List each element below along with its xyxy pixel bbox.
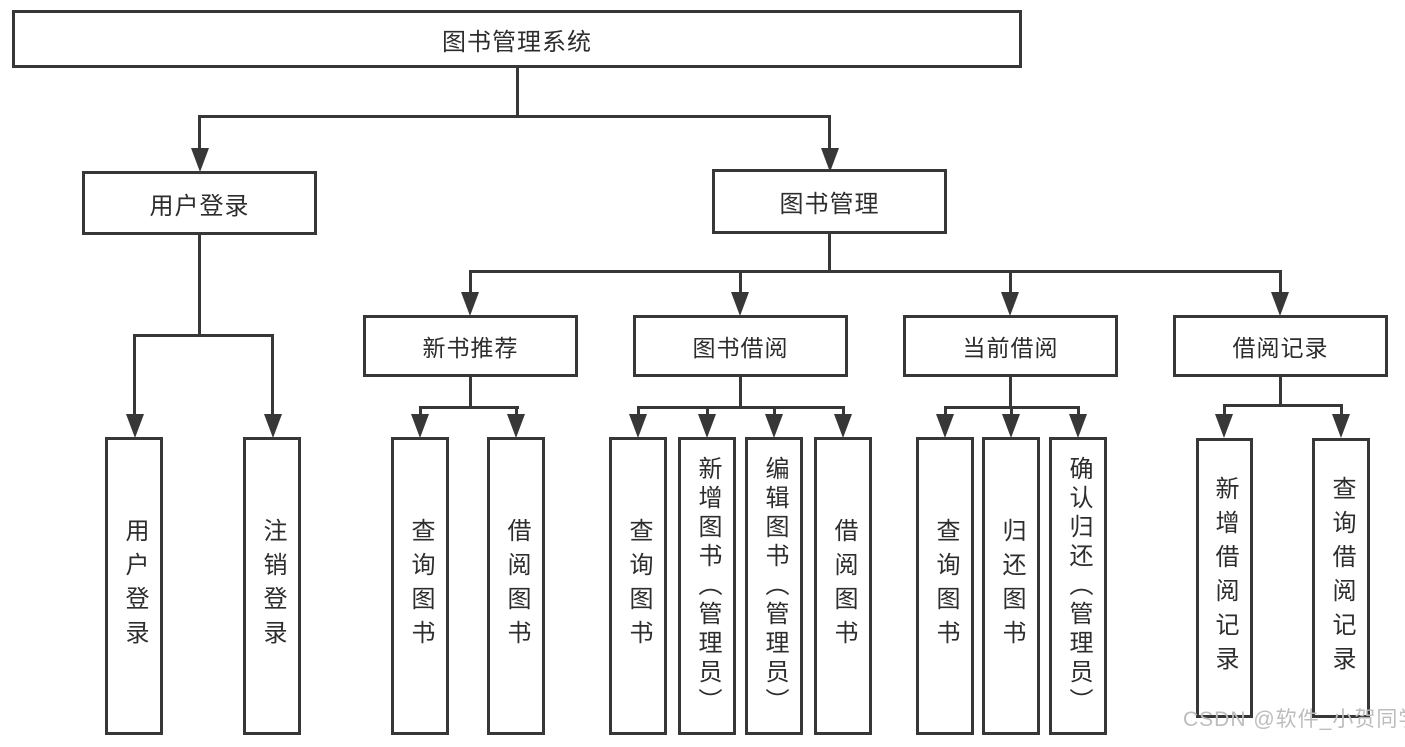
leaf-query-borrow-record: 查询借阅记录 xyxy=(1312,438,1370,718)
edge-to-leaf-e2 xyxy=(1340,404,1343,416)
arrowhead-leaf-d2 xyxy=(1002,414,1020,438)
leaf-return-books: 归还图书 xyxy=(982,437,1040,735)
edge-borrow-records-bus xyxy=(1223,404,1343,407)
edge-to-user-login xyxy=(198,115,201,150)
node-new-book-recommend: 新书推荐 xyxy=(363,315,578,377)
arrowhead-borrow-records xyxy=(1271,292,1289,316)
arrowhead-leaf-b2 xyxy=(507,414,525,438)
leaf-query-books-current: 查询图书 xyxy=(916,437,974,735)
edge-book-borrow-stem xyxy=(739,377,742,409)
arrowhead-leaf-c1 xyxy=(629,414,647,438)
arrowhead-current-borrow xyxy=(1001,292,1019,316)
edge-to-leaf-c1 xyxy=(637,406,640,416)
arrowhead-leaf-d3 xyxy=(1069,414,1087,438)
node-root: 图书管理系统 xyxy=(12,10,1022,68)
arrowhead-leaf-b1 xyxy=(411,414,429,438)
leaf-borrow-books-recommend: 借阅图书 xyxy=(487,437,545,735)
node-current-borrowing: 当前借阅 xyxy=(903,315,1118,377)
leaf-add-books-admin: 新增图书（管理员） xyxy=(678,437,736,735)
edge-to-leaf-e1 xyxy=(1223,404,1226,416)
edge-to-borrow-records xyxy=(1279,270,1282,294)
leaf-edit-books-admin: 编辑图书（管理员） xyxy=(745,437,803,735)
edge-root-bus xyxy=(198,115,831,118)
edge-book-borrow-bus xyxy=(637,406,845,409)
leaf-confirm-return-admin: 确认归还（管理员） xyxy=(1049,437,1107,735)
edge-to-book-management xyxy=(828,115,831,150)
leaf-query-books-borrowing: 查询图书 xyxy=(609,437,667,735)
edge-to-leaf-logout xyxy=(271,334,274,416)
leaf-borrow-books-borrowing: 借阅图书 xyxy=(814,437,872,735)
arrowhead-book-borrow xyxy=(731,292,749,316)
edge-to-leaf-d2 xyxy=(1010,406,1013,416)
edge-new-book-stem xyxy=(469,377,472,409)
arrowhead-leaf-login xyxy=(126,414,144,438)
arrowhead-leaf-c3 xyxy=(765,414,783,438)
arrowhead-leaf-logout xyxy=(264,414,282,438)
edge-to-leaf-b1 xyxy=(419,406,422,416)
arrowhead-leaf-c2 xyxy=(698,414,716,438)
edge-new-book-bus xyxy=(419,406,519,409)
edge-to-leaf-d1 xyxy=(944,406,947,416)
arrowhead-leaf-d1 xyxy=(936,414,954,438)
arrowhead-book-management xyxy=(821,148,839,172)
edge-book-management-bus xyxy=(469,270,1282,273)
edge-user-login-stem xyxy=(198,235,201,336)
edge-current-borrow-stem xyxy=(1009,377,1012,409)
edge-to-leaf-c4 xyxy=(842,406,845,416)
leaf-add-borrow-record: 新增借阅记录 xyxy=(1196,438,1253,718)
edge-to-leaf-d3 xyxy=(1077,406,1080,416)
node-borrowing-records: 借阅记录 xyxy=(1173,315,1388,377)
edge-to-leaf-b2 xyxy=(515,406,518,416)
edge-to-leaf-c3 xyxy=(773,406,776,416)
edge-borrow-records-stem xyxy=(1279,377,1282,407)
edge-user-login-bus xyxy=(133,334,273,337)
arrowhead-new-book xyxy=(461,292,479,316)
edge-to-book-borrow xyxy=(739,270,742,294)
edge-to-new-book xyxy=(469,270,472,294)
node-book-borrowing: 图书借阅 xyxy=(633,315,848,377)
edge-book-management-stem xyxy=(828,234,831,273)
arrowhead-leaf-e1 xyxy=(1215,414,1233,438)
leaf-query-books-recommend: 查询图书 xyxy=(391,437,449,735)
watermark: CSDN @软件_小贺同学 xyxy=(1183,708,1405,731)
arrowhead-leaf-e2 xyxy=(1332,414,1350,438)
edge-to-leaf-c2 xyxy=(706,406,709,416)
edge-root-stem xyxy=(516,68,519,117)
leaf-user-login: 用户登录 xyxy=(105,437,163,735)
arrowhead-user-login xyxy=(191,148,209,172)
edge-to-leaf-login xyxy=(133,334,136,416)
arrowhead-leaf-c4 xyxy=(834,414,852,438)
edge-to-current-borrow xyxy=(1009,270,1012,294)
node-user-login: 用户登录 xyxy=(82,171,317,235)
leaf-logout: 注销登录 xyxy=(243,437,301,735)
node-book-management: 图书管理 xyxy=(712,169,947,234)
